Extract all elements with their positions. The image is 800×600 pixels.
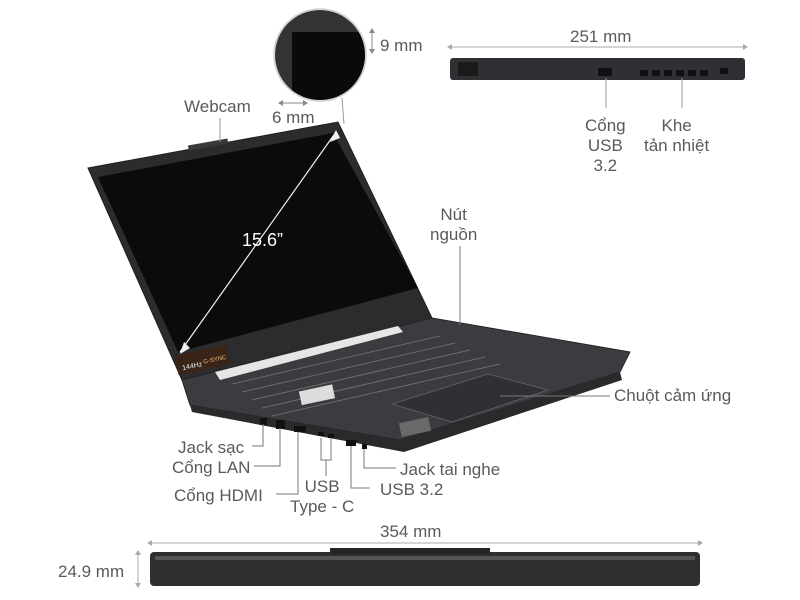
label-width: 354 mm [380, 522, 442, 541]
badge-refresh: 144Hz [182, 361, 204, 372]
front-view-body [150, 552, 700, 586]
label-port-lan: Cổng LAN [172, 458, 251, 477]
webcam-icon [187, 138, 229, 151]
label-power-button: Nút nguồn [430, 205, 478, 244]
label-touchpad: Chuột cảm ứng [614, 386, 732, 405]
touchpad-area [390, 373, 550, 423]
label-thickness: 24.9 mm [58, 562, 125, 581]
label-depth: 251 mm [570, 27, 632, 46]
label-usb-left: USB 3.2 [380, 480, 444, 499]
badge-gsync: G-SYNC [203, 355, 228, 366]
light-bar [215, 326, 403, 380]
keyboard [231, 335, 501, 417]
wasd-keys [298, 384, 336, 406]
label-bezel-top: 9 mm [380, 36, 423, 55]
label-screen-size: 15.6” [242, 230, 284, 250]
label-usb-right: Cổng USB 3.2 [585, 116, 626, 175]
label-vent: Khe tản nhiệt [644, 116, 710, 155]
label-bezel-side: 6 mm [272, 108, 315, 127]
label-jack-audio: Jack tai nghe [400, 460, 501, 479]
diagonal-arrow [179, 131, 337, 353]
label-webcam: Webcam [184, 97, 251, 116]
side-view-body [450, 58, 745, 80]
label-port-hdmi: Cổng HDMI [174, 486, 263, 505]
left-ports [260, 418, 367, 449]
label-jack-charge: Jack sạc [178, 438, 245, 457]
screen-badge-bg [174, 344, 230, 376]
deck-logo [398, 417, 432, 437]
label-usb-c: USB Type - C [290, 477, 355, 516]
